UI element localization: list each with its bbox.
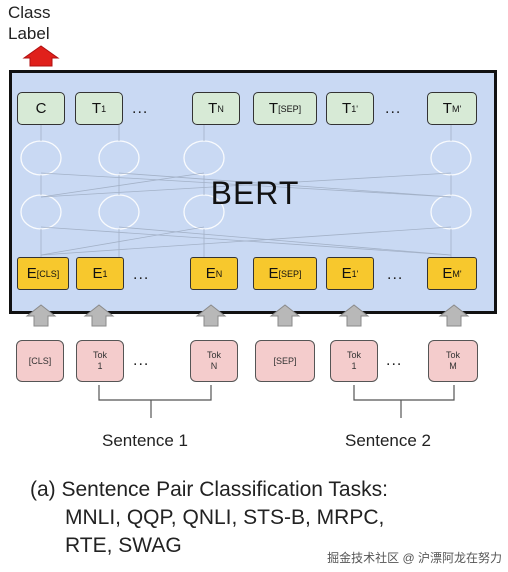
caption-line-1: (a) Sentence Pair Classification Tasks: (30, 478, 388, 501)
sentence-brackets (98, 385, 455, 418)
bert-title: BERT (210, 175, 300, 211)
caption-line-3: RTE, SWAG (65, 534, 182, 557)
input-token-cls: [CLS] (16, 340, 64, 382)
input-ellipsis-2: ... (386, 352, 403, 369)
embedding-sep: E[SEP] (253, 257, 317, 290)
input-token-n: Tok N (190, 340, 238, 382)
embedding-cls: E[CLS] (17, 257, 69, 290)
embedding-ellipsis-1: ... (133, 266, 150, 283)
output-ellipsis-2: ... (385, 100, 402, 117)
output-ellipsis-1: ... (132, 100, 149, 117)
input-token-1: Tok 1 (76, 340, 124, 382)
figure-caption: (a) Sentence Pair Classification Tasks: … (30, 476, 500, 560)
input-arrows (25, 304, 470, 327)
class-label: Class Label (8, 3, 51, 43)
class-output-arrow (22, 45, 60, 67)
output-node-c: C (17, 92, 65, 125)
input-token-1prime: Tok 1 (330, 340, 378, 382)
attention-connections (40, 125, 452, 257)
sentence-2-label: Sentence 2 (345, 431, 432, 450)
sentence-1-label: Sentence 1 (102, 431, 189, 450)
embedding-ellipsis-2: ... (387, 266, 404, 283)
caption-line-2: MNLI, QQP, QNLI, STS-B, MRPC, (65, 506, 385, 529)
input-token-sep: [SEP] (255, 340, 315, 382)
input-ellipsis-1: ... (133, 352, 150, 369)
output-node-tsep: T[SEP] (253, 92, 317, 125)
input-token-m: Tok M (428, 340, 478, 382)
watermark: 掘金技术社区 @ 沪漂阿龙在努力 (327, 551, 502, 565)
